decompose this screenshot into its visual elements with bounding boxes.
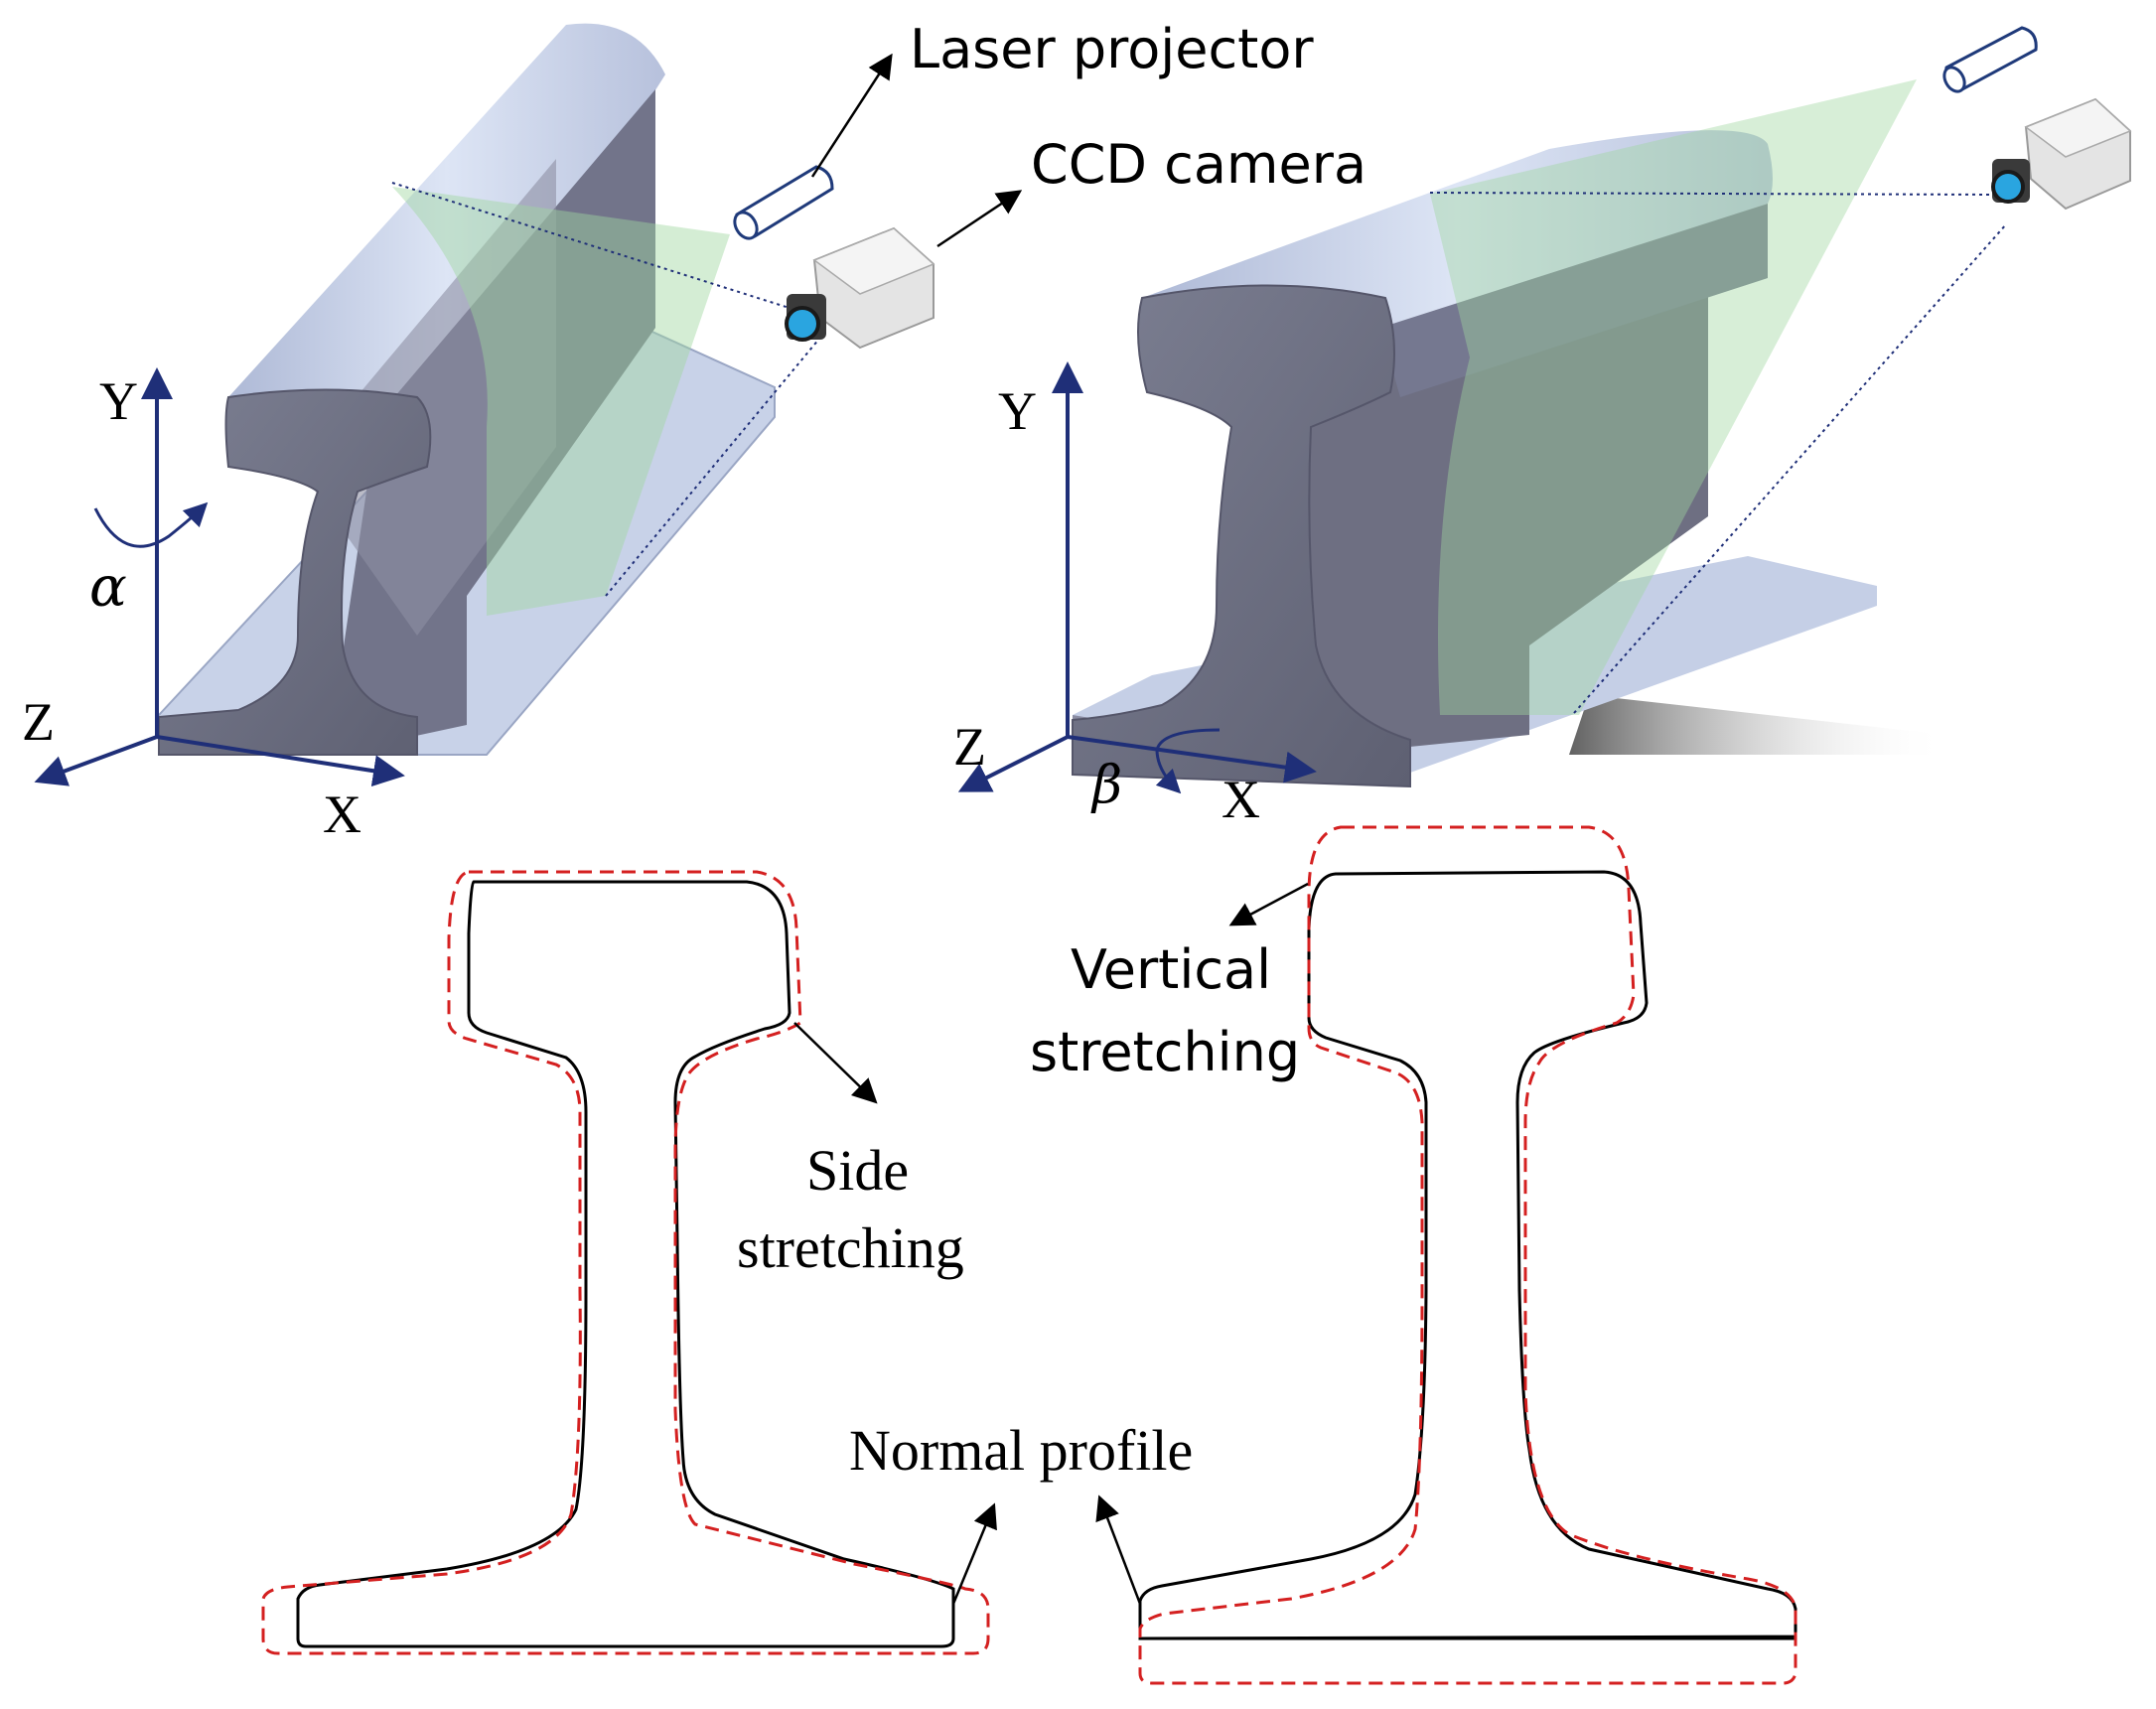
right-axes	[957, 361, 1317, 794]
left-axis-z-label: Z	[22, 692, 55, 752]
left-axes	[34, 367, 405, 787]
ccd-camera-icon	[1991, 97, 2132, 211]
laser-projector-icon	[1942, 26, 2038, 93]
normal-profile-outline	[296, 880, 955, 1648]
profile-vertical-stretching	[1138, 825, 1797, 1685]
right-axis-z-label: Z	[953, 717, 986, 777]
left-alpha-label: α	[89, 555, 127, 620]
left-axis-y-label: Y	[99, 371, 138, 431]
side-stretching-label-line2: stretching	[737, 1215, 964, 1280]
laser-plane-right	[1430, 79, 1917, 715]
ccd-camera-label: CCD camera	[1031, 133, 1366, 196]
right-beta-label: β	[1090, 756, 1122, 815]
laser-projector-icon	[733, 165, 834, 240]
ccd-camera-icon	[785, 226, 935, 350]
profile-side-stretching	[261, 870, 990, 1655]
right-axis-y-label: Y	[998, 381, 1037, 441]
laser-plane-left	[392, 187, 730, 616]
label-arrows	[793, 53, 1309, 1605]
vertical-stretching-label-line1: Vertical	[1071, 938, 1271, 1001]
left-rail-3d	[158, 23, 825, 756]
vertical-stretching-label-line2: stretching	[1030, 1021, 1300, 1083]
laser-projector-label: Laser projector	[910, 18, 1314, 80]
right-axis-x-label: X	[1222, 770, 1260, 829]
normal-profile-label: Normal profile	[849, 1418, 1193, 1483]
left-axis-x-label: X	[323, 784, 361, 844]
side-stretching-label-line1: Side	[806, 1138, 909, 1203]
distorted-profile-outline	[1138, 825, 1797, 1685]
